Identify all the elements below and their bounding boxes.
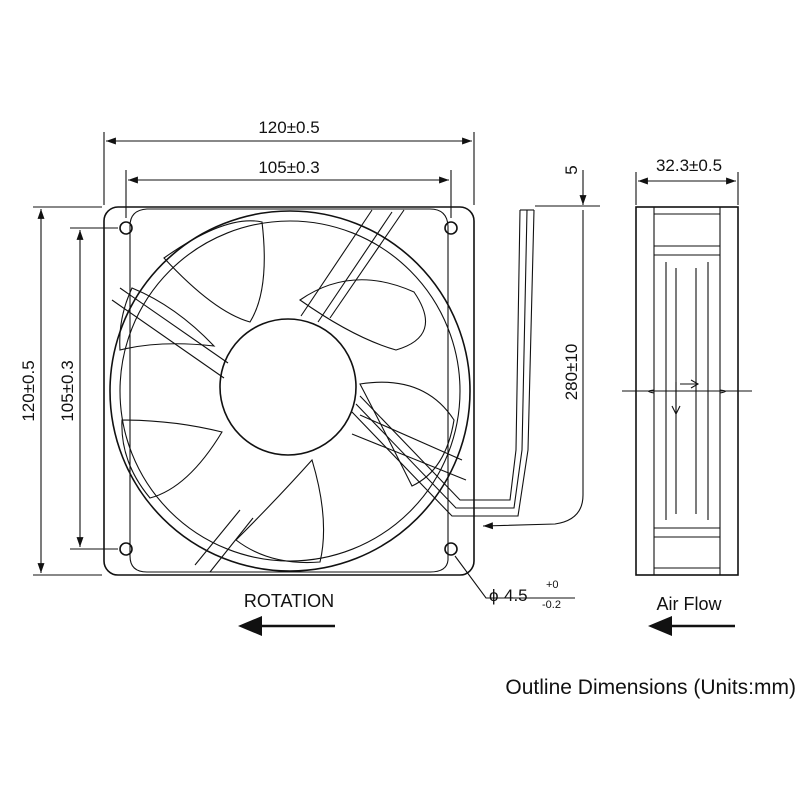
fan-venturi-outer [109, 210, 471, 572]
hole-diameter-symbol: ϕ [489, 586, 499, 605]
hole-diameter-leader [454, 555, 575, 599]
mounting-hole-top-right [444, 221, 458, 235]
fan-hub [219, 318, 357, 456]
lead-wires [351, 209, 535, 517]
side-rotation-arrow [671, 379, 700, 416]
fan-struts [111, 209, 467, 573]
hole-tolerance-minus: -0.2 [542, 599, 561, 611]
hole-spacing-height-label: 105±0.3 [58, 360, 77, 421]
hole-diameter-label: 4.5 [504, 586, 528, 605]
mounting-holes [119, 221, 458, 556]
mounting-hole-bottom-left [119, 542, 133, 556]
rotation-arrow [238, 616, 335, 636]
depth-label: 32.3±0.5 [656, 156, 722, 175]
fan-blades [119, 220, 455, 564]
outer-width-label: 120±0.5 [258, 118, 319, 137]
dimension-lines [33, 132, 575, 599]
mounting-hole-top-left [119, 221, 133, 235]
outer-height-label: 120±0.5 [19, 360, 38, 421]
side-dimension-lines [635, 172, 739, 205]
lead-offset-label: 5 [562, 165, 581, 174]
rotation-label: ROTATION [244, 591, 334, 611]
caption: Outline Dimensions (Units:mm) [505, 676, 796, 699]
fan-frame-inner [129, 208, 449, 573]
lead-length-leader [482, 210, 584, 530]
lead-length-label: 280±10 [562, 344, 581, 401]
hole-tolerance-plus: +0 [546, 579, 559, 591]
airflow-arrow [648, 616, 735, 636]
fan-frame-outer [103, 206, 475, 576]
mounting-hole-bottom-right [444, 542, 458, 556]
hole-spacing-width-label: 105±0.3 [258, 158, 319, 177]
fan-venturi-inner [119, 220, 461, 562]
airflow-label: Air Flow [656, 594, 722, 614]
fan-front-view [103, 170, 600, 576]
fan-side-view [622, 206, 752, 576]
